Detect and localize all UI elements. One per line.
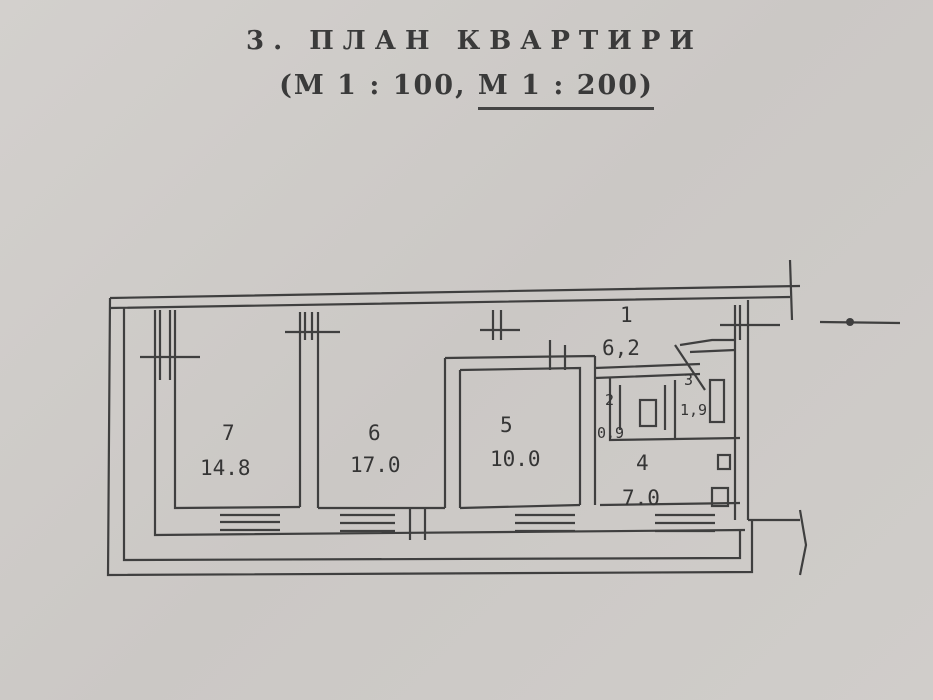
room-3: 3 1,9 (680, 371, 707, 419)
walls (106, 259, 901, 577)
room-1: 1 6,2 (602, 303, 640, 360)
room-area: 17.0 (350, 453, 401, 477)
room-number: 7 (222, 421, 235, 445)
room-number: 4 (636, 451, 649, 475)
scale-line: (М 1 : 100, М 1 : 200) (0, 70, 933, 110)
room-6: 6 17.0 (350, 421, 401, 477)
page-title: 3. ПЛАН КВАРТИРИ (246, 26, 703, 56)
room-5: 5 10.0 (490, 413, 541, 471)
room-2: 2 0,9 (597, 391, 624, 442)
room-number: 5 (500, 413, 513, 437)
room-4: 4 7.0 (622, 451, 660, 510)
scale-option-100: (М 1 : 100, (279, 70, 467, 101)
room-number: 1 (620, 303, 633, 327)
room-area: 10.0 (490, 447, 541, 471)
room-number: 6 (368, 421, 381, 445)
room-area: 0,9 (597, 424, 624, 442)
room-7: 7 14.8 (200, 421, 251, 480)
room-area: 1,9 (680, 401, 707, 419)
room-area: 6,2 (602, 336, 640, 360)
room-number: 3 (684, 371, 693, 389)
room-area: 7.0 (622, 486, 660, 510)
scale-option-200-selected: М 1 : 200) (477, 70, 654, 110)
room-area: 14.8 (200, 456, 251, 480)
room-number: 2 (605, 391, 614, 409)
